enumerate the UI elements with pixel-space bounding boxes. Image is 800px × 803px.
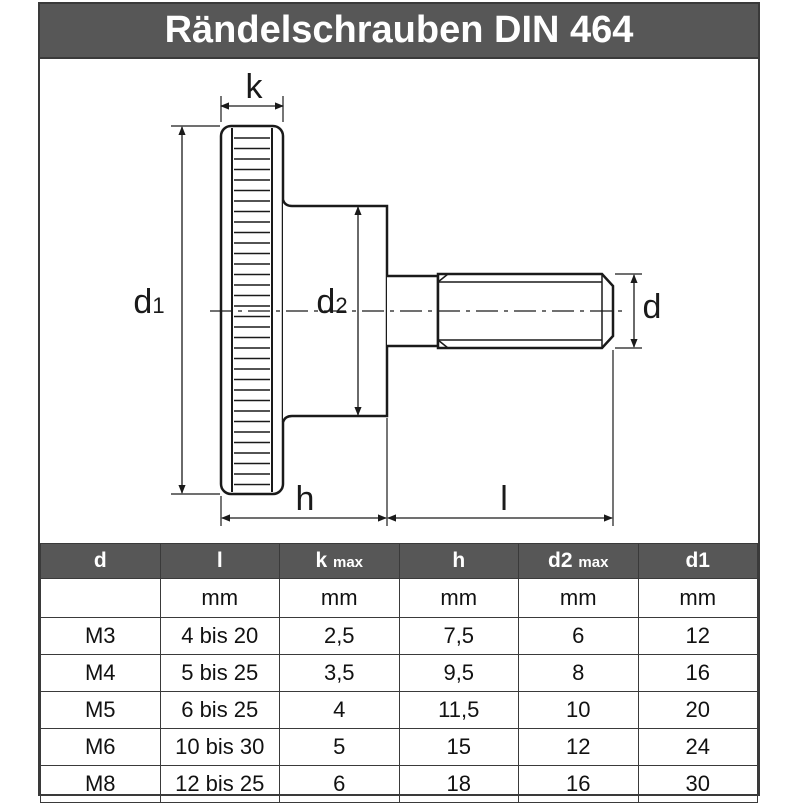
thumb-screw-drawing: k d1 d2 d h xyxy=(133,68,662,526)
table-cell: 4 bis 20 xyxy=(159,617,280,655)
table-header-row: d l k max h d2 max d1 xyxy=(40,543,758,579)
label-k: k xyxy=(246,68,264,106)
column-header: h xyxy=(398,543,519,579)
table-cell: 18 xyxy=(398,765,519,803)
unit-cell: mm xyxy=(398,578,519,618)
dimension-l: l xyxy=(387,350,614,526)
dimension-d1: d1 xyxy=(133,125,220,495)
unit-cell: mm xyxy=(637,578,758,618)
table-cell: 11,5 xyxy=(398,691,519,729)
column-header: k max xyxy=(279,543,400,579)
column-header-label: d xyxy=(93,549,107,572)
page-title: Rändelschrauben DIN 464 xyxy=(164,9,634,51)
unit-cell xyxy=(40,578,161,618)
table-cell: 12 xyxy=(518,728,639,766)
table-cell: 4 xyxy=(279,691,400,729)
table-cell: 8 xyxy=(518,654,639,692)
table-cell: 6 xyxy=(518,617,639,655)
column-header-qualifier: max xyxy=(578,554,609,571)
table-cell: 2,5 xyxy=(279,617,400,655)
table-cell: 6 xyxy=(279,765,400,803)
table-cell: 5 bis 25 xyxy=(159,654,280,692)
column-header: d xyxy=(40,543,161,579)
table-cell: M6 xyxy=(40,728,161,766)
title-bar: Rändelschrauben DIN 464 xyxy=(40,4,758,59)
label-d2: d2 xyxy=(316,283,347,321)
column-header-label: d1 xyxy=(685,549,710,572)
dimension-k: k xyxy=(220,68,284,122)
label-l: l xyxy=(500,480,508,518)
table-cell: M5 xyxy=(40,691,161,729)
column-header-label: h xyxy=(452,549,466,572)
table-cell: 10 xyxy=(518,691,639,729)
unit-cell: mm xyxy=(159,578,280,618)
table-cell: 12 bis 25 xyxy=(159,765,280,803)
unit-cell: mm xyxy=(279,578,400,618)
table-cell: 16 xyxy=(518,765,639,803)
table-cell: 20 xyxy=(637,691,758,729)
table-cell: M3 xyxy=(40,617,161,655)
dimension-h: h xyxy=(220,418,388,526)
table-cell: 15 xyxy=(398,728,519,766)
datasheet-frame: Rändelschrauben DIN 464 xyxy=(38,2,760,803)
table-cell: 16 xyxy=(637,654,758,692)
knurled-head xyxy=(219,124,285,496)
table-cell: 6 bis 25 xyxy=(159,691,280,729)
label-d1: d1 xyxy=(133,283,164,321)
unit-cell: mm xyxy=(518,578,639,618)
column-header-label: k xyxy=(315,549,328,572)
table-cell: 24 xyxy=(637,728,758,766)
table-cell: 10 bis 30 xyxy=(159,728,280,766)
table-cell: 5 xyxy=(279,728,400,766)
dimension-d: d xyxy=(615,273,662,349)
column-header-label: l xyxy=(216,549,223,572)
table-cell: 30 xyxy=(637,765,758,803)
table-cell: M8 xyxy=(40,765,161,803)
column-header: d1 xyxy=(637,543,758,579)
column-header: d2 max xyxy=(518,543,639,579)
dimension-d2: d2 xyxy=(316,205,385,417)
table-cell: M4 xyxy=(40,654,161,692)
table-cell: 7,5 xyxy=(398,617,519,655)
column-header-label: d2 xyxy=(548,549,573,572)
column-header: l xyxy=(159,543,280,579)
table-cell: 3,5 xyxy=(279,654,400,692)
table-cell: 12 xyxy=(637,617,758,655)
column-header-qualifier: max xyxy=(333,554,364,571)
label-h: h xyxy=(296,480,315,518)
label-d: d xyxy=(643,288,662,326)
table-cell: 9,5 xyxy=(398,654,519,692)
